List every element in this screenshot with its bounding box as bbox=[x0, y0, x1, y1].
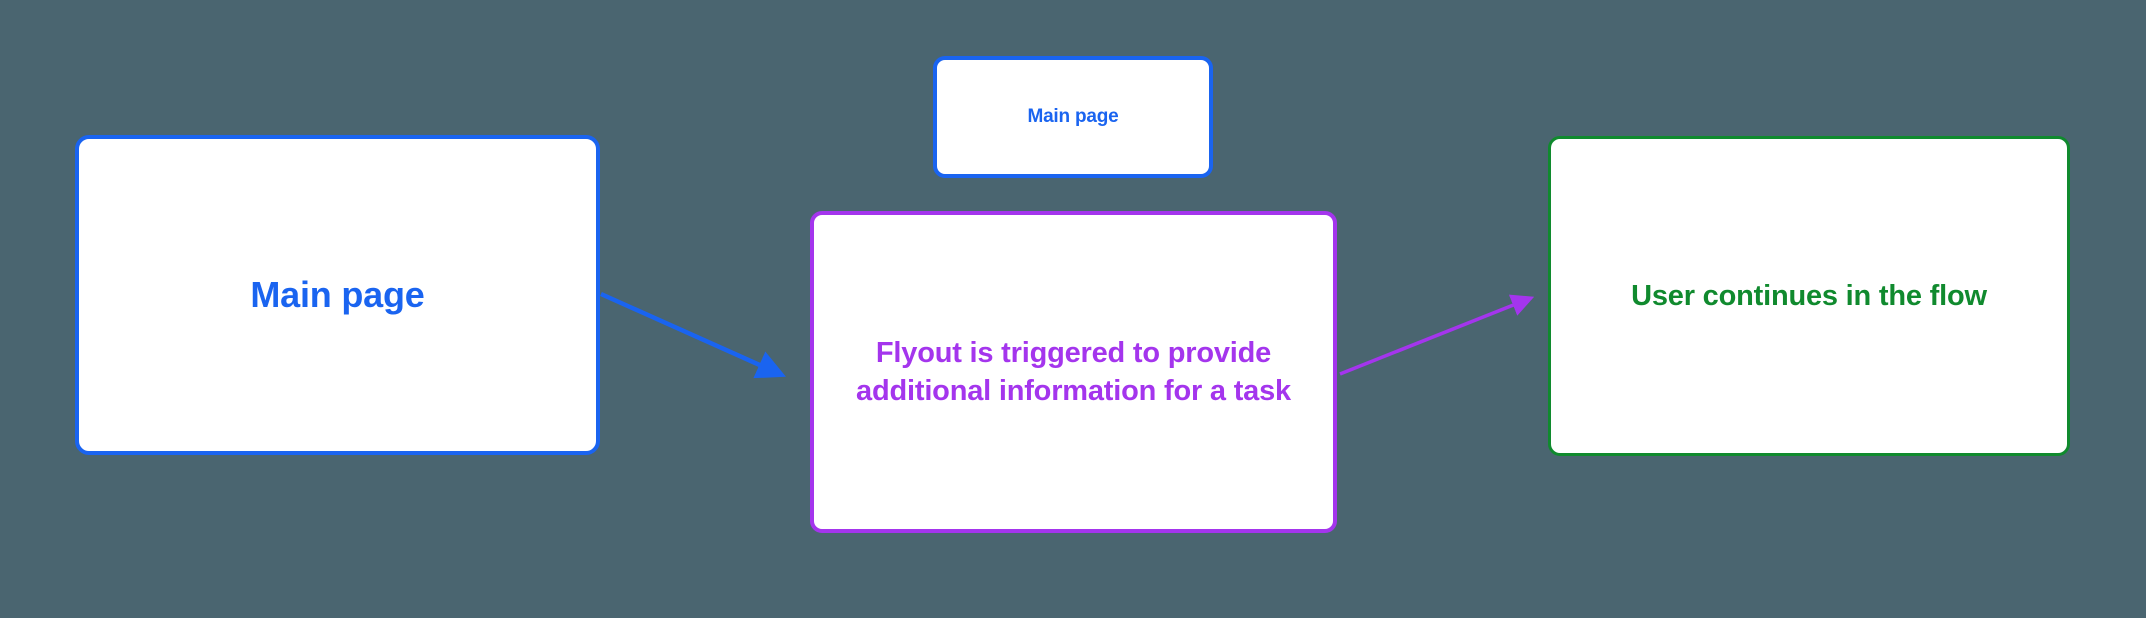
node-main-page-large[interactable]: Main page bbox=[75, 135, 600, 455]
node-main-page-small[interactable]: Main page bbox=[933, 56, 1213, 178]
node-user-continues-label: User continues in the flow bbox=[1631, 279, 1987, 312]
node-flyout[interactable]: Flyout is triggered to provide additiona… bbox=[810, 211, 1337, 533]
node-main-page-small-label: Main page bbox=[1027, 106, 1119, 128]
node-flyout-label: Flyout is triggered to provide additiona… bbox=[856, 336, 1291, 407]
node-main-page-large-label: Main page bbox=[250, 274, 425, 316]
edge-main-page-to-flyout bbox=[600, 291, 787, 379]
edge-flyout-to-user-continues bbox=[1339, 294, 1535, 376]
node-user-continues[interactable]: User continues in the flow bbox=[1548, 136, 2070, 456]
